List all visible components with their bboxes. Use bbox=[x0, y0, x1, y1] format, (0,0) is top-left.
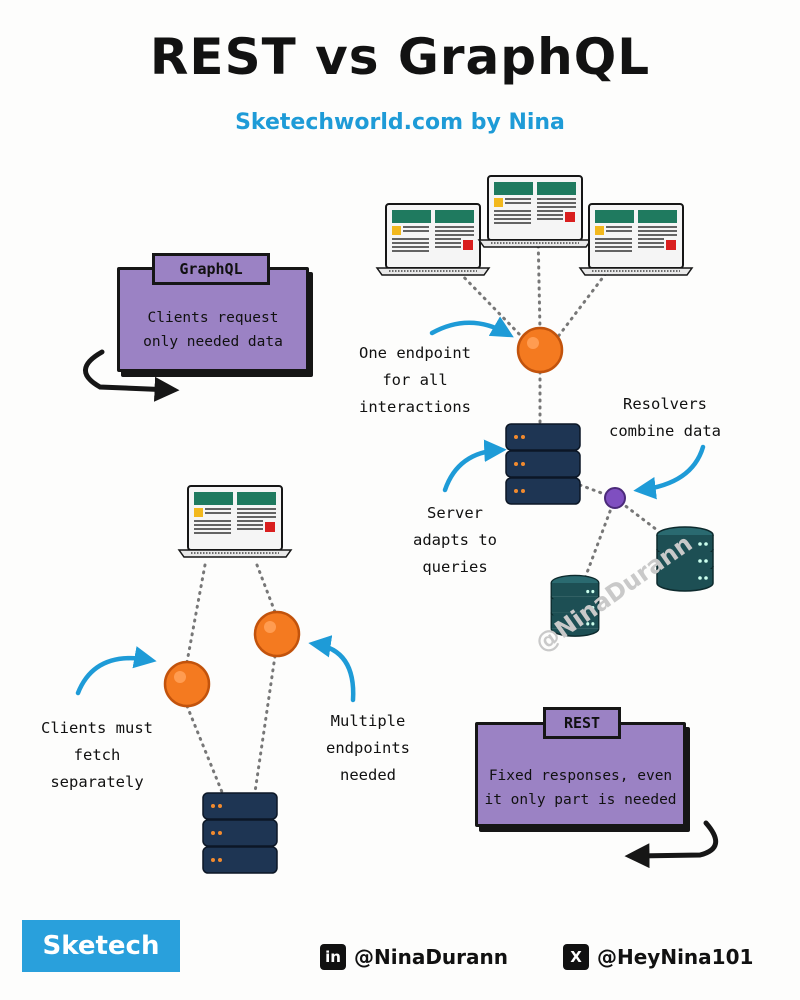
linkedin-icon: in bbox=[320, 944, 346, 970]
rest-connectors bbox=[185, 563, 277, 794]
graphql-hook-arrow bbox=[83, 349, 180, 402]
pointer-arrows bbox=[75, 316, 706, 703]
graphql-client-laptop-center bbox=[478, 175, 592, 248]
x-icon: X bbox=[563, 944, 589, 970]
brand-badge[interactable]: Sketech bbox=[22, 920, 180, 972]
rest-endpoint-node-2 bbox=[253, 610, 301, 658]
graphql-server-icon bbox=[505, 423, 581, 505]
rest-box-line-1: Fixed responses, even bbox=[488, 768, 673, 784]
graphql-box-line-1: Clients request bbox=[147, 310, 279, 326]
linkedin-handle: @NinaDurann bbox=[354, 945, 509, 969]
label-one-endpoint: One endpoint for all interactions bbox=[359, 344, 471, 416]
graphql-client-laptop-right bbox=[579, 203, 693, 276]
linkedin-link[interactable]: in @NinaDurann bbox=[320, 944, 508, 970]
page-subtitle: Sketechworld.com by Nina bbox=[235, 110, 565, 135]
x-handle: @HeyNina101 bbox=[597, 945, 754, 969]
graphql-endpoint-node bbox=[516, 326, 564, 374]
rest-server-icon bbox=[202, 792, 278, 874]
rest-box-tab: REST bbox=[543, 707, 621, 739]
rest-hook-arrow bbox=[624, 820, 718, 869]
label-multiple-endpoints: Multiple endpoints needed bbox=[326, 712, 410, 784]
label-server-adapts: Server adapts to queries bbox=[413, 504, 497, 576]
page-title: REST vs GraphQL bbox=[149, 28, 651, 86]
graphql-box-line-2: only needed data bbox=[143, 334, 283, 350]
rest-client-laptop bbox=[178, 485, 292, 558]
x-link[interactable]: X @HeyNina101 bbox=[563, 944, 753, 970]
graphql-box-tab: GraphQL bbox=[152, 253, 270, 285]
rest-box-line-2: it only part is needed bbox=[484, 792, 677, 808]
graphql-client-laptop-left bbox=[376, 203, 490, 276]
label-resolvers: Resolvers combine data bbox=[609, 395, 721, 440]
label-clients-fetch: Clients must fetch separately bbox=[41, 719, 153, 791]
rest-endpoint-node-1 bbox=[163, 660, 211, 708]
resolver-node bbox=[604, 487, 626, 509]
